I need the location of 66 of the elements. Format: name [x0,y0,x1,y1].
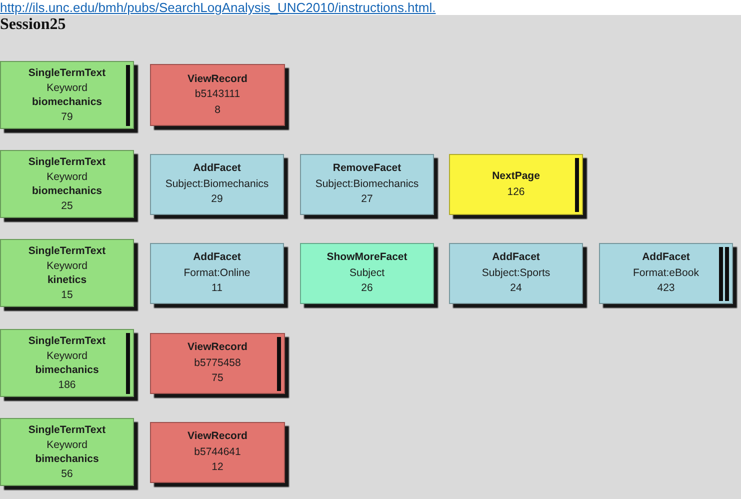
count-text: 8 [214,102,220,118]
event-name: SingleTermText [28,66,106,80]
event-box [0,239,134,307]
count-text: 56 [61,466,73,481]
count-text: 79 [61,110,73,124]
event-box [150,64,285,126]
count-text: 11 [212,281,222,296]
url-link: http://ils.unc.edu/bmh/pubs/SearchLogAnalysis_UNC2010/instructions.html. [0,0,436,15]
count-text: 75 [212,371,224,386]
event-name: RemoveFacet [332,161,402,176]
event-name: ViewRecord [188,340,248,356]
event-box [0,329,134,397]
detail-text: b5744641 [194,444,241,460]
count-text: 24 [510,281,522,296]
detail-text: biomechanics [32,184,102,198]
event-box [300,243,434,304]
event-box [599,243,733,304]
detail-text: bimechanics [35,452,99,466]
detail-text: Keyword [46,348,88,363]
detail-text: Subject:Sports [482,266,550,281]
detail-text: Keyword [46,170,88,184]
count-text: 26 [361,281,373,296]
event-name: ShowMoreFacet [326,250,408,266]
detail-text: Format:eBook [633,266,699,281]
detail-text: bimechanics [35,363,99,378]
event-box [150,333,285,394]
event-name: SingleTermText [28,423,106,438]
count-text: 423 [657,281,675,296]
detail-text: biomechanics [32,95,102,110]
detail-text: b5143111 [194,87,240,102]
detail-text: Subject:Biomechanics [315,176,419,192]
detail-text: Subject:Biomechanics [165,176,269,192]
detail-text: Format:Online [184,266,250,281]
detail-text: Keyword [46,258,88,273]
event-box [449,243,583,304]
session-title: Session25 [0,17,66,33]
detail-text: kinetics [47,273,87,288]
count-text: 186 [58,378,76,392]
event-name: SingleTermText [28,334,106,348]
detail-text: Keyword [46,438,88,452]
event-name: NextPage [492,169,540,184]
count-text: 126 [507,184,525,200]
count-text: 25 [61,198,73,213]
event-name: AddFacet [193,250,241,266]
detail-text: Keyword [46,80,88,95]
event-box [300,154,434,215]
event-box [150,422,285,483]
event-box [150,154,284,215]
event-box [150,243,284,304]
detail-text: Subject [349,266,385,281]
event-box [0,418,134,486]
count-text: 29 [211,192,223,208]
count-text: 27 [361,192,373,208]
count-text: 15 [61,288,73,302]
event-name: AddFacet [642,250,690,266]
detail-text: b5775458 [194,356,241,371]
event-box [0,61,134,129]
event-name: AddFacet [193,161,241,176]
event-name: ViewRecord [188,429,248,444]
count-text: 12 [212,460,224,476]
event-box [449,154,583,215]
event-name: SingleTermText [28,155,106,170]
event-name: SingleTermText [28,244,106,258]
event-name: AddFacet [492,250,540,266]
event-box [0,150,134,218]
event-name: ViewRecord [188,72,248,87]
